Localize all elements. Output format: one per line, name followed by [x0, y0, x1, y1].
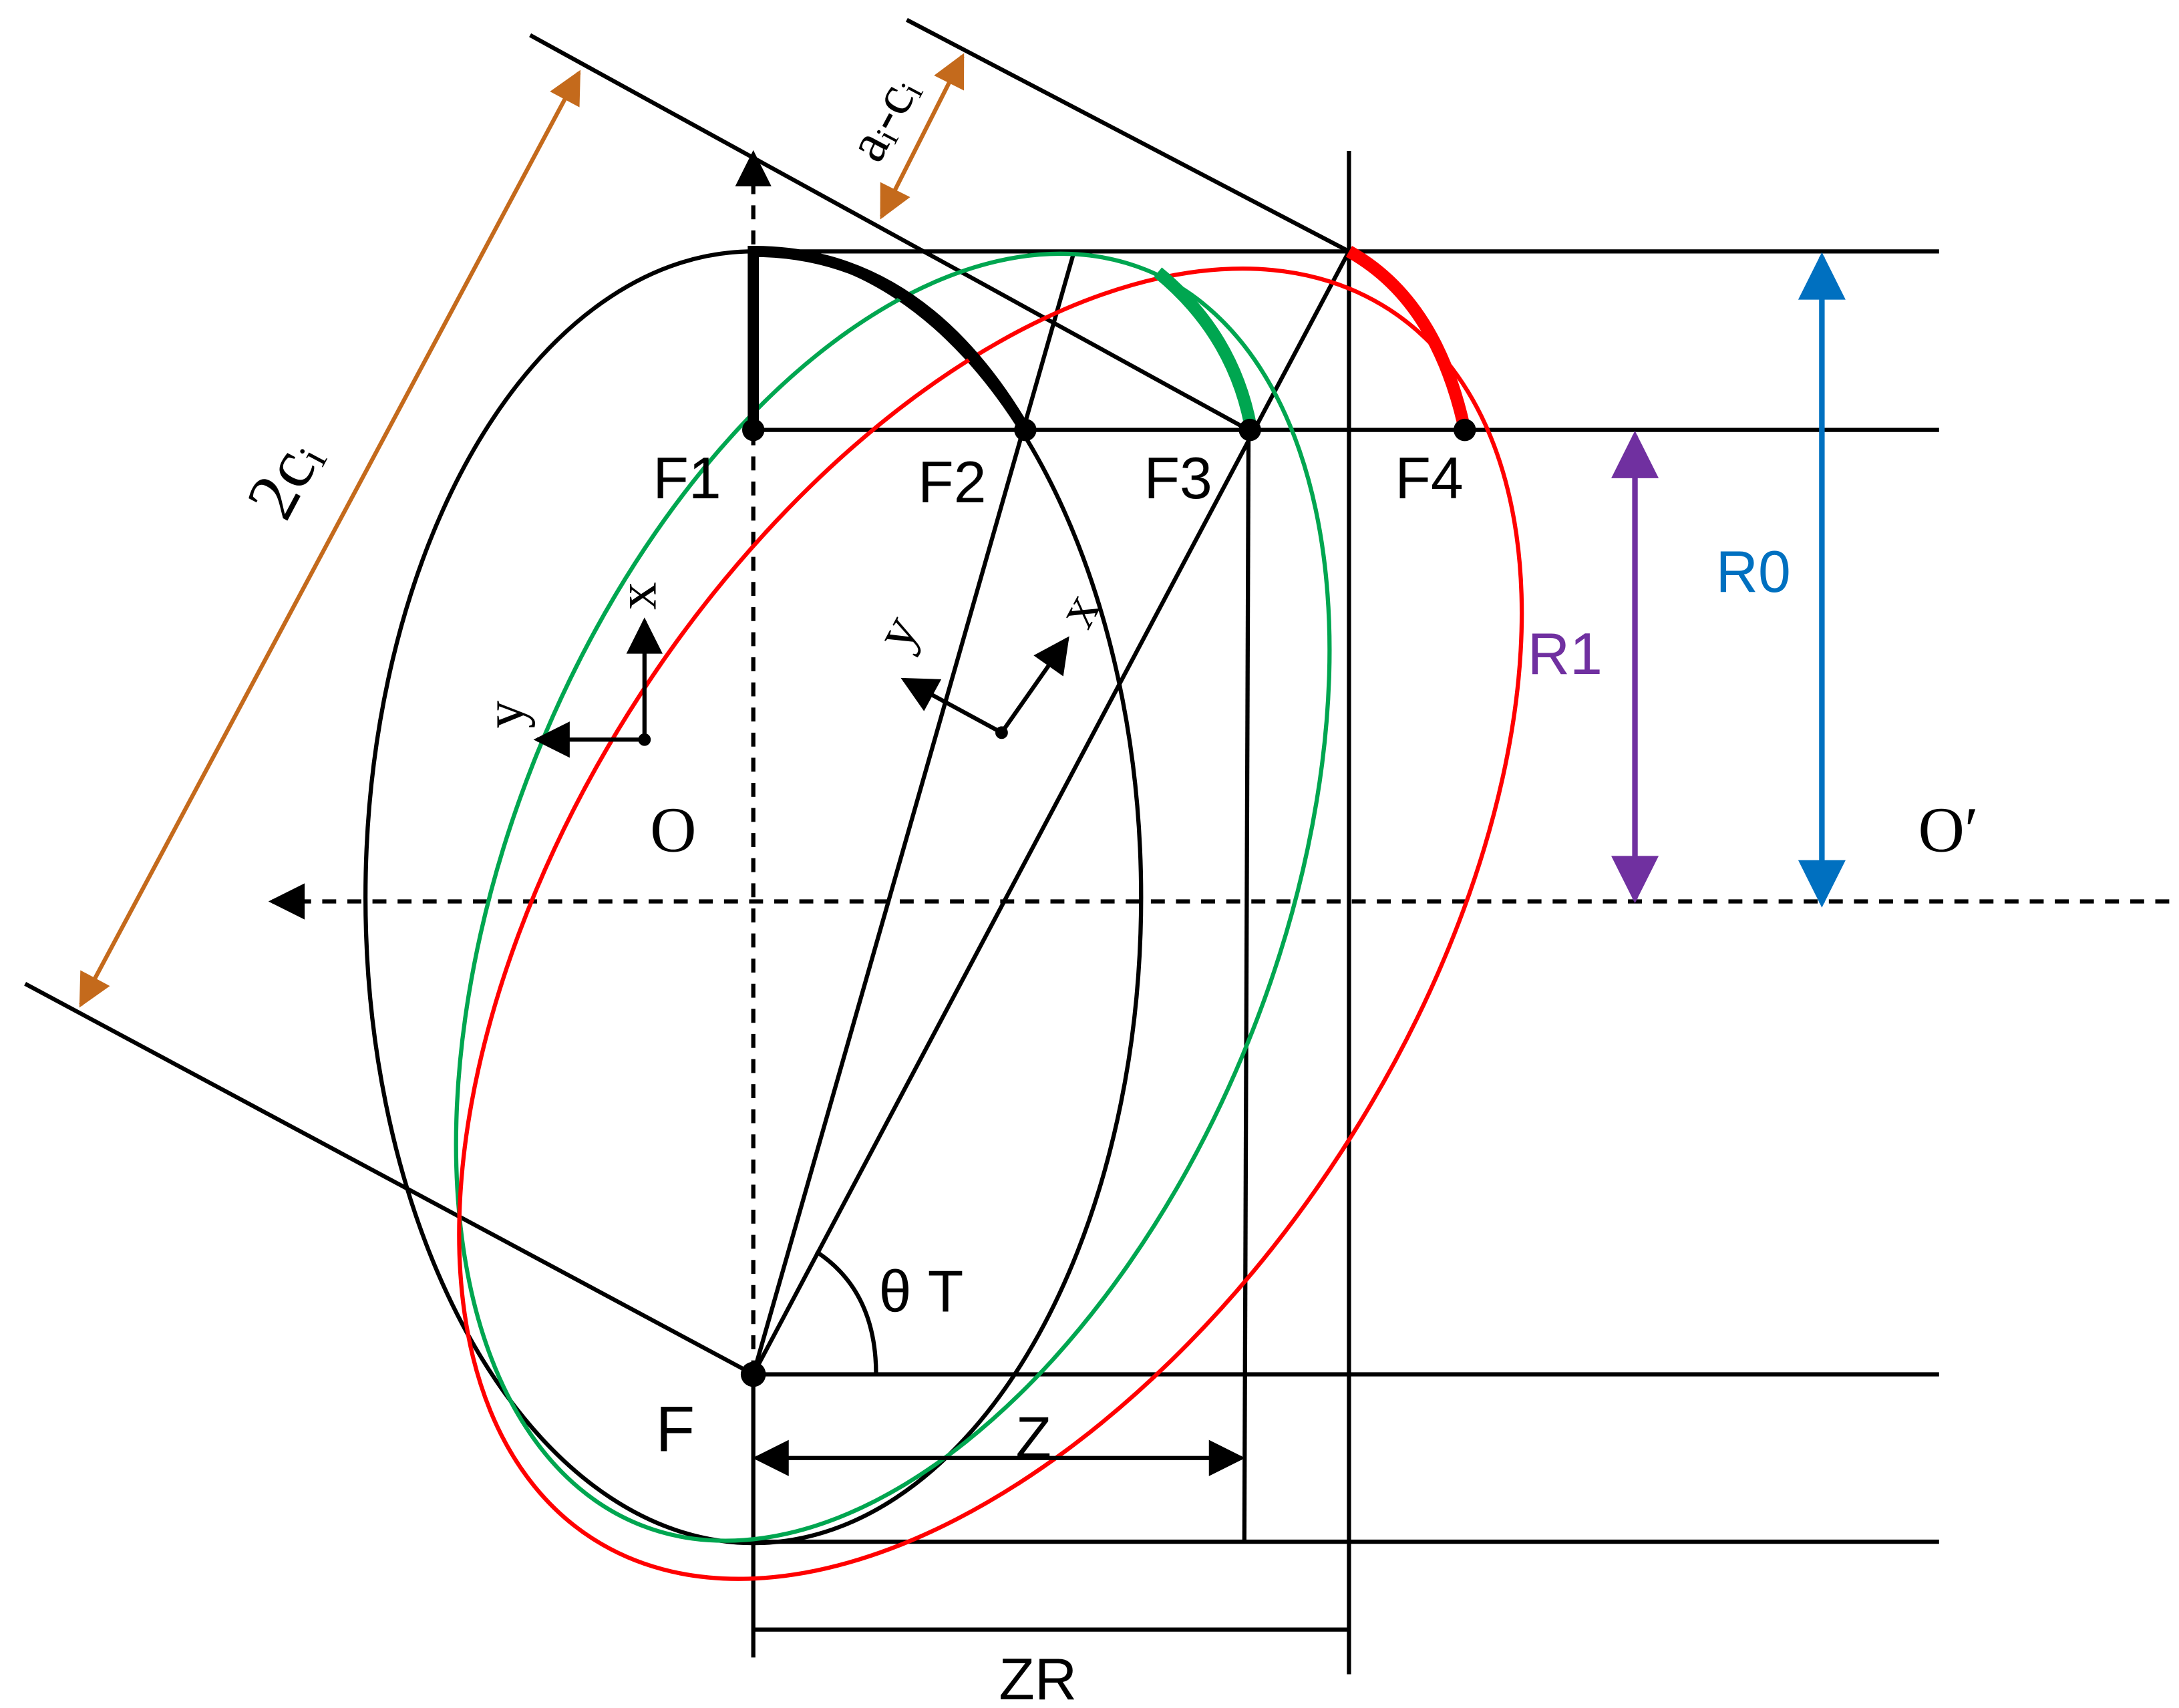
theta-angle-arc — [814, 1250, 878, 1375]
lower-slant-boundary — [24, 981, 755, 1377]
dimension-2ci — [79, 69, 581, 1008]
local-axes-left — [533, 617, 663, 758]
label-2ci: 2cᵢ — [231, 426, 336, 531]
label-r0: R0 — [1716, 539, 1791, 605]
red-ellipse — [457, 267, 1524, 1581]
point-f2 — [1014, 418, 1037, 442]
label-r1: R1 — [1528, 621, 1603, 687]
point-f3 — [1238, 418, 1261, 442]
vertical-reference-lines — [751, 150, 1351, 1675]
label-f3: F3 — [1144, 446, 1212, 511]
highlight-red-arc — [1345, 246, 1471, 432]
local-axes-middle — [900, 636, 1069, 739]
point-f — [740, 1361, 766, 1387]
label-z: Z — [1015, 1405, 1051, 1471]
label-zr: ZR — [999, 1647, 1077, 1708]
label-ai-minus-ci: aᵢ-cᵢ — [836, 65, 931, 170]
label-axis-x-mid: x — [1045, 583, 1112, 637]
label-f2: F2 — [918, 450, 986, 515]
horizontal-reference-lines — [753, 249, 1939, 1544]
label-origin: O — [650, 794, 696, 865]
vertical-line-f3 — [1242, 430, 1251, 1542]
label-origin-prime: O′ — [1918, 794, 1978, 865]
label-theta-t: θ T — [879, 1258, 964, 1324]
label-axis-y-left: y — [474, 701, 536, 729]
dimension-ai-minus-ci — [880, 53, 965, 220]
label-f: F — [656, 1393, 695, 1465]
upper-slant-boundary — [529, 33, 1250, 432]
point-f4 — [1454, 418, 1476, 442]
label-f1: F1 — [653, 446, 721, 511]
green-ellipse — [454, 251, 1332, 1543]
point-f1 — [742, 418, 765, 442]
outer-slant-boundary — [905, 17, 1350, 254]
ray-f-to-apex — [751, 250, 1351, 1375]
slanted-lines — [24, 17, 1351, 1377]
label-axis-x-left: x — [607, 582, 669, 610]
highlight-bold-black-arc — [747, 245, 1031, 433]
label-axis-y-mid: y — [864, 605, 931, 659]
focal-points — [740, 418, 1476, 1387]
label-f4: F4 — [1395, 446, 1463, 511]
axis-y-mid-arrow — [900, 677, 1003, 735]
axis-x-mid-arrow — [999, 636, 1069, 734]
highlight-green-arc — [1154, 267, 1258, 432]
